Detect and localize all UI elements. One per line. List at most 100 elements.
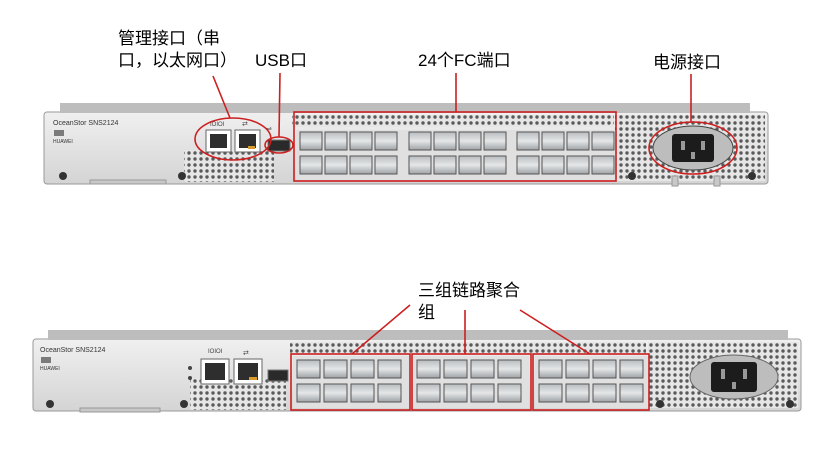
highlight-trunk-group-3 xyxy=(532,353,650,411)
bottom-screw xyxy=(786,400,794,408)
top-vent-left xyxy=(184,150,274,182)
bottom-status-led xyxy=(188,366,192,370)
bottom-fc-port xyxy=(296,383,321,403)
bottom-serial-port-label: IOIOI xyxy=(208,349,223,355)
highlight-power-inlet xyxy=(648,121,738,175)
bottom-fc-port xyxy=(416,359,441,379)
bottom-screw xyxy=(180,400,188,408)
top-usb-port xyxy=(267,139,291,152)
bottom-fc-port xyxy=(323,383,348,403)
top-fc-port xyxy=(324,131,348,151)
top-fc-port xyxy=(566,131,590,151)
leader-management-ports xyxy=(212,75,231,119)
top-fc-port xyxy=(541,131,565,151)
bottom-fc-port xyxy=(592,383,617,403)
bottom-highlights xyxy=(290,304,650,411)
top-fc-port xyxy=(541,155,565,175)
svg-text:⇌: ⇌ xyxy=(266,126,272,133)
top-fc-port xyxy=(299,131,323,151)
top-fc-port xyxy=(566,155,590,175)
top-fc-ports xyxy=(296,130,616,180)
bottom-fc-port xyxy=(538,359,563,379)
callout-fc-ports: 24个FC端口 xyxy=(418,51,511,70)
highlight-trunk-group-2 xyxy=(411,353,532,411)
bottom-usb-port xyxy=(267,369,289,382)
svg-text:⇄: ⇄ xyxy=(243,350,249,357)
bottom-fc-port xyxy=(443,359,468,379)
top-fc-port xyxy=(591,155,615,175)
bottom-foot-bar xyxy=(79,407,161,413)
top-serial-port-label: IOIOI xyxy=(210,122,225,128)
bottom-fc-port xyxy=(619,383,644,403)
bottom-fc-port xyxy=(470,359,495,379)
bottom-chassis-top-edge xyxy=(48,330,788,340)
top-fc-port xyxy=(374,131,398,151)
bottom-fc-port xyxy=(565,383,590,403)
bottom-fc-port xyxy=(296,359,321,379)
callout-management-port-line1: 管理接口（串 xyxy=(118,29,220,48)
top-screw xyxy=(59,172,67,180)
bottom-fc-port xyxy=(592,359,617,379)
top-fc-port xyxy=(458,155,482,175)
top-chassis-top-edge xyxy=(60,103,750,113)
top-fc-port xyxy=(324,155,348,175)
top-screw xyxy=(178,172,186,180)
bottom-screw xyxy=(46,400,54,408)
top-model-label: OceanStor SNS2124 xyxy=(53,120,118,127)
highlight-trunk-group-1 xyxy=(290,353,411,411)
top-fc-port xyxy=(374,155,398,175)
top-screw xyxy=(628,172,636,180)
top-fc-port xyxy=(516,155,540,175)
bottom-vent-strip xyxy=(290,342,646,354)
top-fc-port xyxy=(349,155,373,175)
bottom-fc-port xyxy=(538,383,563,403)
top-fc-port xyxy=(433,131,457,151)
bottom-fc-port xyxy=(619,359,644,379)
top-foot-bar xyxy=(89,179,167,185)
leader-usb-port xyxy=(278,72,281,138)
bottom-status-led xyxy=(188,376,192,380)
top-fc-port xyxy=(483,131,507,151)
highlight-fc-ports xyxy=(293,111,617,182)
bottom-fc-port xyxy=(443,383,468,403)
top-rail-slot xyxy=(713,175,721,187)
bottom-fc-port xyxy=(323,359,348,379)
bottom-switch: OceanStor SNS2124 HUAWEI IOIOI ⇄ xyxy=(32,330,802,413)
bottom-fc-port xyxy=(497,383,522,403)
callout-trunk-groups-line2: 组 xyxy=(418,303,435,322)
bottom-screw xyxy=(656,400,664,408)
top-fc-port xyxy=(516,131,540,151)
top-vent-strip xyxy=(292,115,614,127)
callout-management-port-line2: 口，以太网口） xyxy=(118,51,237,70)
bottom-fc-port xyxy=(565,359,590,379)
callout-power-port: 电源接口 xyxy=(653,53,721,72)
top-brand-label: HUAWEI xyxy=(53,139,73,145)
top-fc-port xyxy=(408,131,432,151)
bottom-fc-port xyxy=(377,383,402,403)
top-fc-port xyxy=(349,131,373,151)
bottom-fc-port xyxy=(350,383,375,403)
bottom-huawei-logo xyxy=(41,357,51,363)
top-fc-port xyxy=(483,155,507,175)
bottom-fc-port xyxy=(416,383,441,403)
leader-trunk-group-1 xyxy=(351,304,411,355)
top-fc-port xyxy=(408,155,432,175)
top-fc-port xyxy=(299,155,323,175)
bottom-brand-label: HUAWEI xyxy=(40,366,60,372)
svg-text:⇄: ⇄ xyxy=(242,121,248,128)
top-fc-port xyxy=(433,155,457,175)
bottom-model-label: OceanStor SNS2124 xyxy=(40,347,105,354)
top-huawei-logo xyxy=(54,130,64,136)
top-highlights xyxy=(194,72,738,182)
top-rail-slot xyxy=(671,175,679,187)
bottom-fc-port xyxy=(350,359,375,379)
bottom-fc-port xyxy=(470,383,495,403)
callout-usb-port: USB口 xyxy=(255,51,307,70)
bottom-fc-port xyxy=(377,359,402,379)
top-switch: OceanStor SNS2124 HUAWEI IOIOI ⇄ ⇌ xyxy=(43,103,769,187)
bottom-fc-port xyxy=(497,359,522,379)
top-fc-port xyxy=(591,131,615,151)
callout-trunk-groups: 三组链路聚合 组 xyxy=(418,280,520,324)
callout-trunk-groups-line1: 三组链路聚合 xyxy=(418,281,520,300)
